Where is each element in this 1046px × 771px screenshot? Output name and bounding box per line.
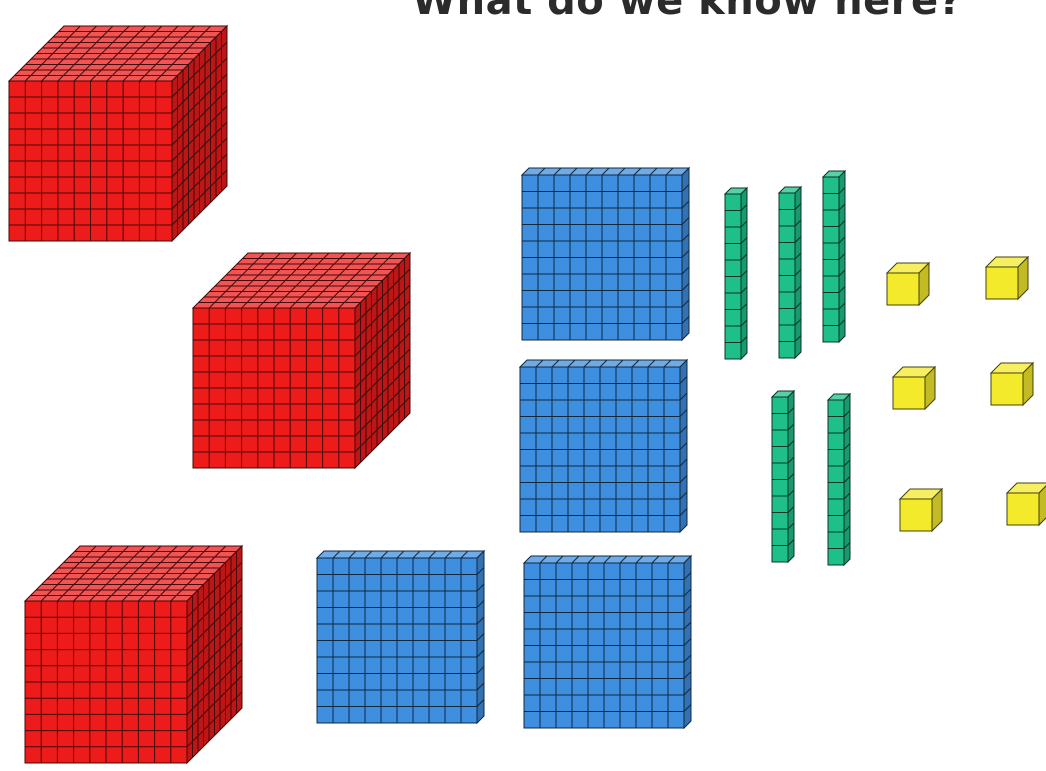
- ten-rod-graphic: [822, 170, 846, 343]
- unit-cube-graphic: [892, 366, 936, 410]
- hundred-flat: [316, 550, 485, 724]
- unit-cube: [1006, 482, 1046, 526]
- unit-cube-graphic: [899, 488, 943, 532]
- unit-cube: [985, 256, 1029, 300]
- unit-cube-graphic: [886, 262, 930, 306]
- slide-title: What do we know here?: [412, 0, 962, 24]
- unit-cube: [886, 262, 930, 306]
- hundred-flat: [519, 359, 688, 533]
- hundred-flat-graphic: [523, 555, 692, 729]
- ten-rod-graphic: [778, 186, 802, 359]
- hundred-flat: [521, 167, 690, 341]
- unit-cube-graphic: [1006, 482, 1046, 526]
- thousand-cube: [24, 545, 243, 764]
- ten-rod: [778, 186, 802, 359]
- ten-rod: [724, 187, 748, 360]
- hundred-flat: [523, 555, 692, 729]
- ten-rod-graphic: [827, 393, 851, 566]
- unit-cube-graphic: [990, 362, 1034, 406]
- ten-rod: [822, 170, 846, 343]
- thousand-cube-graphic: [24, 545, 243, 764]
- unit-cube-graphic: [985, 256, 1029, 300]
- unit-cube: [990, 362, 1034, 406]
- thousand-cube: [8, 25, 228, 242]
- thousand-cube-graphic: [8, 25, 228, 242]
- thousand-cube-graphic: [192, 252, 411, 469]
- unit-cube: [892, 366, 936, 410]
- ten-rod-graphic: [771, 390, 795, 563]
- ten-rod: [827, 393, 851, 566]
- ten-rod: [771, 390, 795, 563]
- hundred-flat-graphic: [519, 359, 688, 533]
- unit-cube: [899, 488, 943, 532]
- ten-rod-graphic: [724, 187, 748, 360]
- thousand-cube: [192, 252, 411, 469]
- hundred-flat-graphic: [521, 167, 690, 341]
- hundred-flat-graphic: [316, 550, 485, 724]
